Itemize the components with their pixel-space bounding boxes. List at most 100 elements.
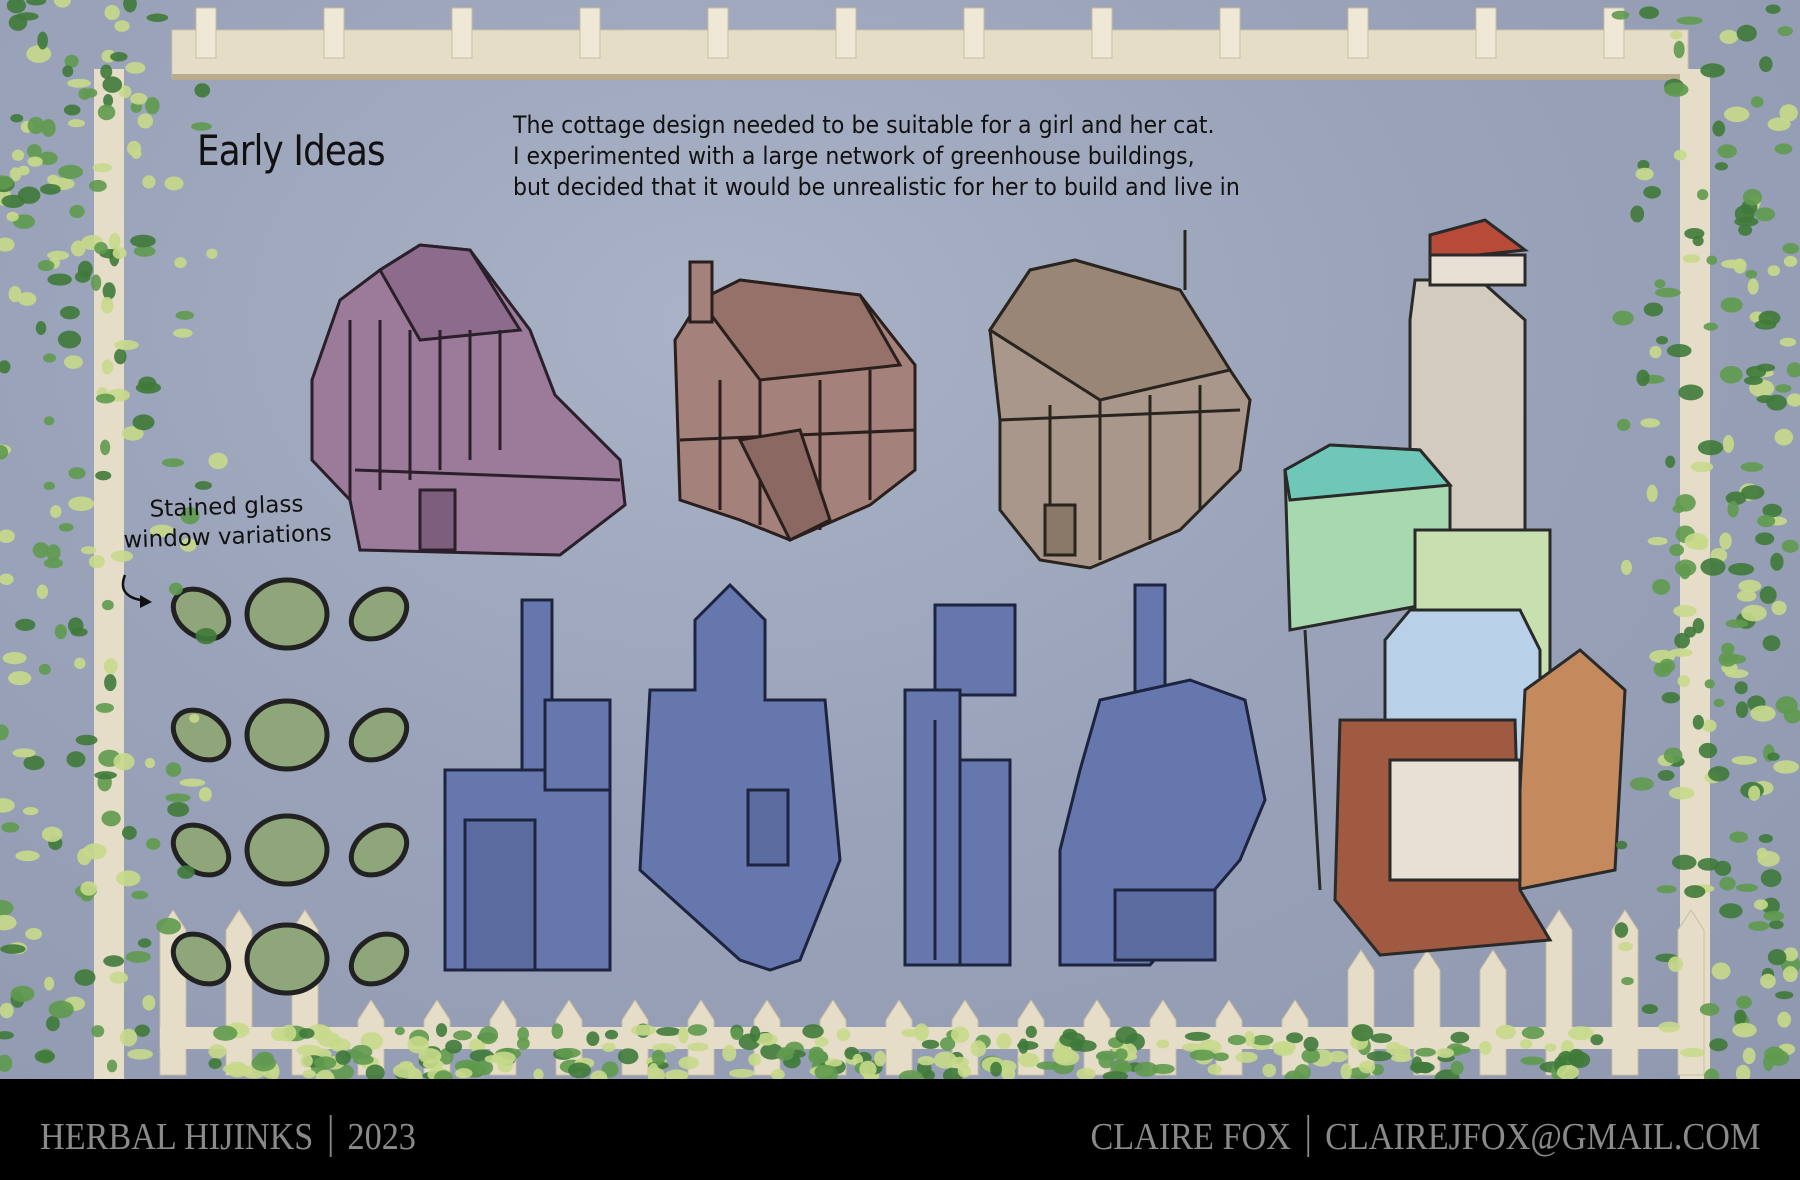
vine-leaf (22, 807, 39, 816)
vine-leaf (208, 1058, 222, 1069)
vine-leaf (1495, 1024, 1517, 1040)
vine-leaf (132, 414, 155, 431)
vine-leaf (137, 938, 152, 948)
vine-leaf (1679, 563, 1691, 580)
vine-leaf (123, 0, 137, 13)
vine-leaf (755, 1033, 778, 1046)
vine-leaf (271, 1027, 286, 1042)
vine-leaf (1520, 1056, 1545, 1066)
vine-leaf (64, 54, 79, 68)
vine-leaf (1639, 6, 1660, 19)
vine-leaf (687, 1024, 708, 1036)
vine-leaf (75, 734, 98, 746)
vine-leaf (516, 1037, 530, 1050)
stained-glass-leaf (348, 707, 410, 763)
vine-leaf (1711, 962, 1731, 980)
vine-leaf (1747, 278, 1759, 295)
vine-leaf (18, 292, 37, 306)
beam-block (1091, 7, 1113, 59)
vine-leaf (914, 1023, 930, 1042)
vine-leaf (175, 310, 195, 320)
vine-leaf (1738, 579, 1762, 593)
vine-leaf (1059, 1032, 1086, 1048)
vine-leaf (1684, 532, 1709, 550)
vine-leaf (1025, 1025, 1037, 1039)
vine-leaf (1649, 345, 1662, 359)
vine-leaf (1779, 337, 1797, 347)
vine-leaf (1745, 269, 1758, 279)
vine-leaf (1742, 1047, 1756, 1065)
vine-leaf (1635, 167, 1654, 181)
vine-leaf (0, 445, 9, 460)
vine-leaf (1742, 188, 1763, 206)
vine-leaf (1769, 920, 1784, 930)
author-email[interactable]: CLAIREJFOX@GMAIL.COM (1324, 1116, 1760, 1158)
vine-leaf (101, 359, 114, 375)
vine-leaf (1679, 1047, 1706, 1058)
vine-leaf (1637, 159, 1650, 171)
vine-leaf (1286, 1032, 1304, 1044)
vine-leaf (1756, 847, 1768, 859)
vine-leaf (970, 1040, 987, 1057)
vine-leaf (1666, 344, 1692, 358)
vine-leaf (651, 1049, 666, 1066)
sketch-blue-buildings (443, 582, 1267, 972)
vine-leaf (1750, 705, 1776, 722)
vine-leaf (1621, 976, 1634, 986)
vine-leaf (1690, 461, 1714, 473)
beam-block (1347, 7, 1369, 59)
vine-leaf (1758, 834, 1773, 843)
vine-leaf (38, 663, 51, 675)
arrow-icon (121, 574, 141, 602)
vine-leaf (1786, 393, 1800, 407)
page-title: Early Ideas (197, 126, 386, 175)
picket (1479, 949, 1507, 1076)
vine-leaf (58, 522, 74, 532)
vine-leaf (1415, 1047, 1436, 1057)
vine-leaf (41, 826, 63, 842)
vine-leaf (778, 1046, 795, 1057)
author-name: CLAIRE FOX (1090, 1116, 1291, 1158)
vine-leaf (0, 573, 14, 585)
vine-leaf (1294, 1064, 1311, 1079)
vine-leaf (1736, 995, 1752, 1009)
vine-leaf (814, 1036, 829, 1047)
stained-glass-leaf (170, 931, 232, 987)
description-line: but decided that it would be unrealistic… (513, 173, 1240, 201)
vine-leaf (1671, 854, 1697, 870)
description-line: I experimented with a large network of g… (513, 142, 1195, 170)
vine-leaf (165, 793, 191, 803)
vine-leaf (939, 1037, 956, 1051)
vine-leaf (1755, 207, 1775, 222)
vine-leaf (957, 1065, 972, 1078)
vine-leaf (142, 995, 156, 1011)
vine-leaf (145, 97, 160, 115)
vine-leaf (88, 179, 107, 192)
vine-leaf (1673, 604, 1697, 618)
vine-leaf (630, 1024, 657, 1036)
vine-leaf (68, 496, 95, 512)
vine-leaf (0, 360, 11, 374)
vine-leaf (1436, 1047, 1455, 1058)
vine-leaf (1783, 707, 1800, 724)
vine-leaf (1736, 24, 1757, 42)
picket (225, 909, 253, 1076)
vine-leaf (74, 270, 91, 283)
vine-leaf (1053, 1049, 1080, 1066)
vine-leaf (808, 1046, 825, 1060)
project-name: HERBAL HIJINKS (40, 1116, 314, 1158)
vine-leaf (1770, 552, 1784, 571)
vine-leaf (53, 0, 72, 8)
vine-leaf (352, 1054, 374, 1065)
vine-leaf (1621, 559, 1632, 575)
vine-leaf (1590, 1034, 1604, 1046)
vine-leaf (1719, 903, 1743, 919)
vine-leaf (1719, 365, 1743, 384)
sketch-brown-house (673, 260, 917, 543)
vine-leaf (665, 1069, 689, 1079)
vine-leaf (1734, 1009, 1747, 1025)
vine-leaf (1702, 719, 1717, 733)
vine-leaf (1735, 1064, 1751, 1079)
vine-leaf (1647, 536, 1668, 546)
vine-leaf (601, 1061, 619, 1078)
